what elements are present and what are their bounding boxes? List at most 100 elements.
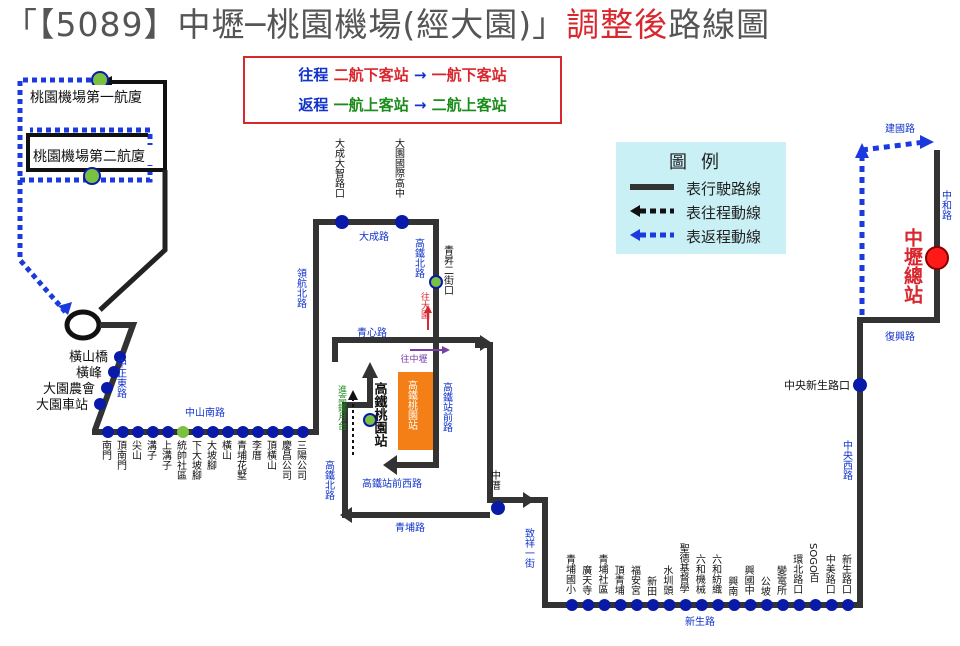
label-bottom-5: 新田 [645, 575, 657, 596]
stop-bottom-11 [744, 599, 757, 611]
legend-symbols [630, 184, 674, 241]
qingpu-left-arrow [340, 507, 352, 523]
stop-dayuan-nonghui [101, 382, 113, 394]
stop-south-5 [177, 426, 189, 438]
stop-south-7 [207, 426, 219, 438]
stop-zhongyang-xinsheng [853, 378, 867, 392]
east-return-arrow-right [920, 135, 934, 149]
stop-bottom-3 [614, 599, 627, 611]
t2-label-bg [30, 145, 155, 165]
title-main: 「【5089】中壢─桃園機場(經大園)」 [4, 5, 567, 44]
legend-return-arrow [630, 229, 640, 241]
label-dayuan-nonghui: 大園農會 [43, 382, 95, 397]
label-south-11: 頂橫山 [265, 440, 277, 470]
road-qingpu: 青埔路 [395, 521, 425, 534]
stop-south-2 [132, 426, 144, 438]
stop-south-10 [252, 426, 264, 438]
label-bottom-4: 福安宮 [628, 564, 640, 596]
label-south-9: 青埔花墅 [235, 439, 247, 480]
stop-south-0 [102, 426, 114, 438]
road-gaotie-qianxi: 高鐵站前西路 [362, 477, 422, 490]
label-south-12: 慶昌公司 [280, 439, 292, 480]
legend-item-route: 表行駛路線 [686, 180, 762, 198]
label-qingchang: 青昇二街口 [442, 244, 454, 295]
label-bottom-3: 頂青埔 [612, 565, 624, 595]
label-dacheng-dazhi: 大成大智路口 [333, 137, 345, 198]
label-hengshan-qiao: 橫山橋 [69, 350, 108, 365]
route-qingxin [332, 337, 480, 362]
label-bottom-15: SOGO百 [807, 543, 819, 583]
hint-enter-station: 進高鐵月台 [336, 384, 347, 431]
stop-bottom-5 [647, 599, 660, 611]
south-stops-group: 南門頂南門尖山溝子上溝子統帥社區下大坡腳大坡腳橫山青埔花墅李厝頂橫山慶昌公司三陽… [100, 426, 309, 481]
label-bottom-0: 青埔國小 [564, 553, 576, 595]
label-t2: 桃園機場第二航廈 [33, 148, 145, 165]
stop-hengshan-qiao [114, 351, 126, 363]
road-jianguo: 建國路 [885, 122, 915, 135]
stop-bottom-7 [679, 599, 692, 611]
east-return-arrow-up [855, 143, 869, 158]
label-zhongyang-xinsheng: 中央新生路口 [784, 378, 850, 392]
stop-hsr [363, 413, 377, 427]
label-south-13: 三陽公司 [295, 440, 307, 480]
label-bottom-9: 六和紡織 [710, 554, 722, 594]
route-qingpu-loop [342, 370, 490, 518]
enter-station-hint-arrow [348, 390, 358, 400]
label-south-4: 上溝子 [160, 440, 172, 470]
bottom-stops-group: 青埔國小廣天寺青埔社區頂青埔福安宮新田水圳頭聖德基督學六和機械六和紡織興南興國中… [564, 543, 854, 611]
stop-south-6 [192, 426, 204, 438]
road-dacheng: 大成路 [359, 230, 389, 243]
label-south-5: 統帥社區 [175, 439, 187, 480]
stop-bottom-16 [825, 599, 838, 611]
stop-bottom-13 [777, 599, 790, 611]
legend-box: 圖例 表行駛路線 表往程動線 表返程動線 [616, 142, 786, 254]
stop-bottom-8 [695, 599, 708, 611]
road-qingxin: 青心路 [357, 326, 387, 339]
label-bottom-14: 環北路口 [791, 554, 803, 594]
road-gaotie-qian: 高鐵站前路 [441, 381, 453, 433]
title-highlight: 調整後 [566, 5, 669, 44]
stop-bottom-4 [630, 599, 643, 611]
hsr-up-arrow [362, 362, 378, 378]
label-dayuan-chezhan: 大園車站 [36, 398, 88, 413]
stop-south-12 [282, 426, 294, 438]
label-south-3: 溝子 [145, 439, 157, 460]
terminal-marker [925, 246, 949, 270]
stop-bottom-17 [842, 599, 854, 611]
label-south-0: 南門 [100, 439, 112, 461]
hsr-building [398, 372, 433, 450]
t1-label-bg [30, 85, 160, 107]
label-dayuan-guoji: 大園國際高中 [393, 137, 405, 199]
hint-to-zhongli: 往中壢 [400, 353, 427, 365]
label-bottom-12: 公坡 [758, 576, 770, 597]
stop-south-3 [147, 426, 159, 438]
legend-title: 圖例 [669, 152, 733, 173]
label-south-10: 李厝 [250, 439, 262, 461]
zhongcuo-arrow [523, 492, 535, 508]
stop-bottom-14 [793, 599, 806, 611]
label-t1: 桃園機場第一航廈 [30, 89, 142, 106]
stop-dayuan-chezhan [94, 398, 106, 410]
stop-zhongcuo [491, 501, 505, 515]
road-gaotie-bei2: 高鐵北路 [323, 459, 335, 501]
road-fuxing: 復興路 [885, 330, 915, 343]
label-bottom-11: 興國中 [742, 565, 754, 596]
stop-bottom-2 [598, 599, 611, 611]
legend-item-return: 表返程動線 [686, 228, 762, 246]
roundabout [64, 309, 102, 341]
stop-dacheng-dazhi [335, 215, 349, 229]
label-hsr-building: 高鐵桃園站 [406, 379, 418, 431]
label-bottom-8: 六和機械 [693, 554, 705, 595]
label-terminal: 中壢總站 [901, 227, 923, 305]
label-bottom-13: 變電所 [775, 564, 787, 596]
label-hsr: 高鐵桃園站 [372, 381, 388, 448]
qingxin-arrow [480, 335, 492, 351]
stop-bottom-1 [582, 599, 595, 611]
stop-south-13 [297, 426, 309, 438]
road-gaotie-bei: 高鐵北路 [413, 237, 425, 279]
stop-bottom-15 [809, 599, 822, 611]
road-zhongzheng-dong: 中正東路 [115, 357, 127, 399]
road-labels-group: 建國路中和路復興路中央西路新生路致祥一街青埔路高鐵站前西路高鐵站前路高鐵北路高鐵… [115, 122, 952, 628]
